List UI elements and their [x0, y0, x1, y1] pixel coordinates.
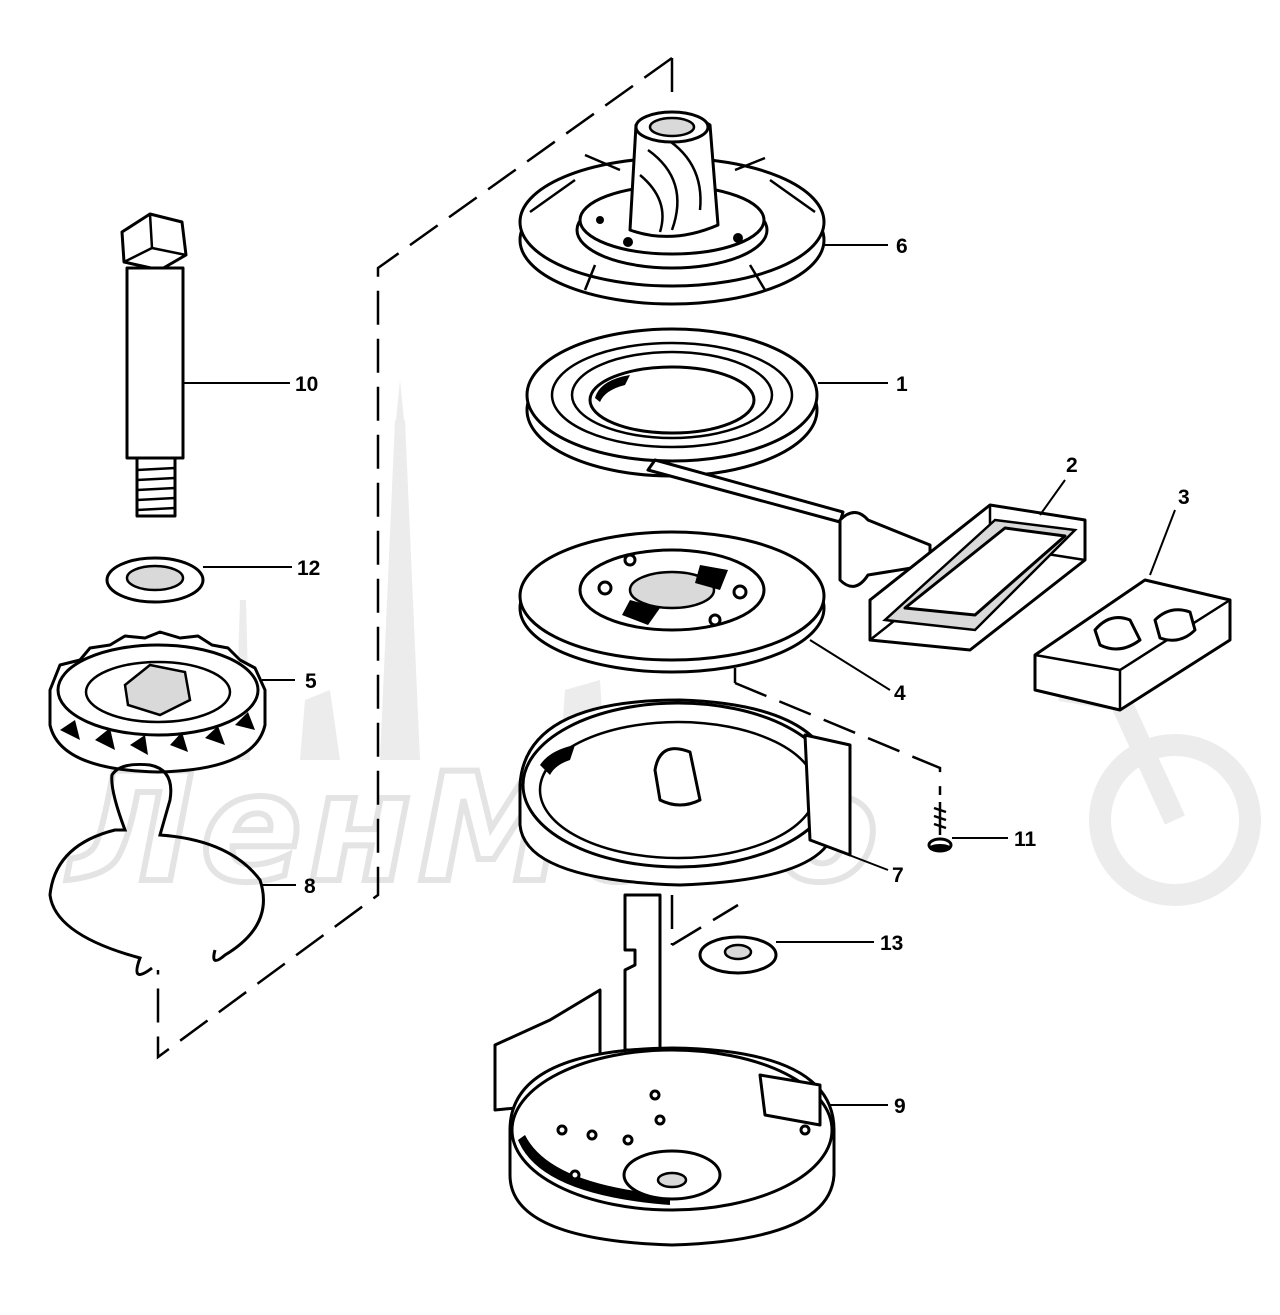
callout-5: 5 [305, 670, 317, 693]
part-3-anchor [1033, 578, 1232, 712]
callout-3: 3 [1178, 486, 1190, 509]
part-9-housing [493, 893, 836, 1247]
part-11-screw [927, 802, 953, 853]
callout-11: 11 [1014, 828, 1037, 851]
callout-12: 12 [297, 557, 320, 580]
callout-2: 2 [1066, 454, 1078, 477]
part-5-gear [48, 630, 267, 774]
callout-4: 4 [894, 682, 906, 705]
part-10-bolt [120, 212, 188, 518]
part-8-clip [48, 763, 265, 977]
callout-10: 10 [295, 373, 318, 396]
callouts: 6 1 2 3 4 5 7 8 9 10 11 12 13 [295, 235, 1190, 1118]
part-12-washer [105, 556, 205, 604]
part-2-handle [838, 503, 1087, 652]
callout-1: 1 [896, 373, 908, 396]
part-7-spring [518, 698, 852, 887]
part-1-rope-pulley [525, 327, 845, 524]
callout-8: 8 [304, 875, 316, 898]
part-6-cam [518, 110, 826, 306]
callout-7: 7 [892, 864, 904, 887]
leader-lines [183, 244, 1176, 1106]
part-4-pulley-disc [518, 530, 826, 674]
part-13-washer [698, 935, 778, 975]
callout-6: 6 [896, 235, 908, 258]
callout-9: 9 [894, 1095, 906, 1118]
callout-13: 13 [880, 932, 903, 955]
